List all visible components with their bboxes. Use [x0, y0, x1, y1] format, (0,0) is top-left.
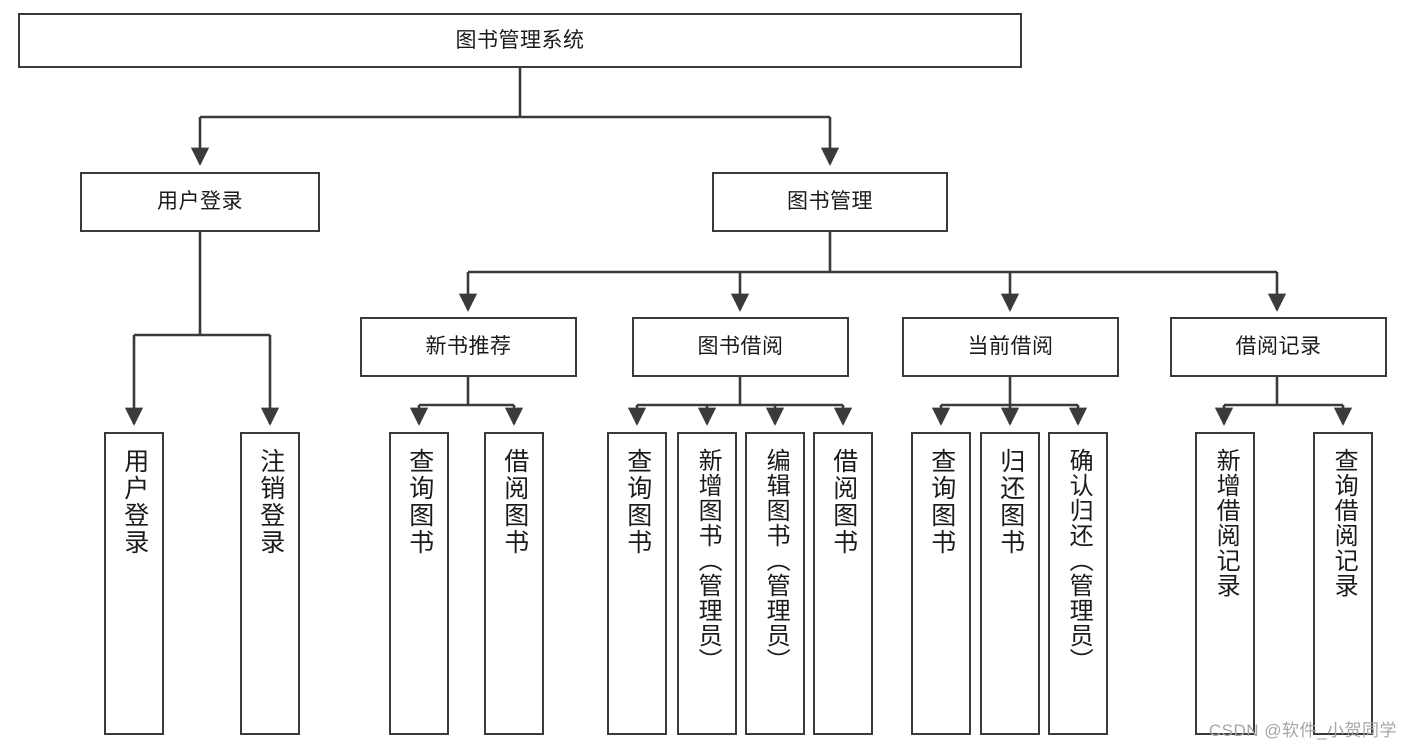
node-label: 借阅记录 [1235, 335, 1322, 359]
node-label: 借阅图书 [829, 448, 858, 556]
csdn-watermark: CSDN @软件_小贺同学 [1208, 721, 1397, 740]
node-book-borrow[interactable]: 图书借阅 [632, 317, 849, 377]
leaf-current-return-book[interactable]: 归还图书 [980, 432, 1040, 735]
node-label: 查询图书 [623, 448, 652, 556]
leaf-borrow-edit-book-admin[interactable]: 编辑图书（管理员） [745, 432, 805, 735]
node-label: 新书推荐 [425, 335, 512, 359]
node-current-borrow[interactable]: 当前借阅 [902, 317, 1119, 377]
node-root-system[interactable]: 图书管理系统 [18, 13, 1022, 68]
node-label: 当前借阅 [967, 335, 1054, 359]
node-label: 用户登录 [120, 448, 149, 556]
leaf-borrow-borrow-book[interactable]: 借阅图书 [813, 432, 873, 735]
leaf-borrow-query-book[interactable]: 查询图书 [607, 432, 667, 735]
leaf-user-login-logout[interactable]: 注销登录 [240, 432, 300, 735]
node-label: 图书管理系统 [455, 28, 585, 52]
leaf-recommend-query-book[interactable]: 查询图书 [389, 432, 449, 735]
leaf-record-query-record[interactable]: 查询借阅记录 [1313, 432, 1373, 735]
node-label: 查询图书 [927, 448, 956, 556]
leaf-user-login-login[interactable]: 用户登录 [104, 432, 164, 735]
node-label: 图书借阅 [697, 335, 784, 359]
leaf-current-confirm-return-admin[interactable]: 确认归还（管理员） [1048, 432, 1108, 735]
node-label: 新增图书（管理员） [694, 448, 722, 673]
node-label: 归还图书 [996, 448, 1025, 556]
node-borrow-record[interactable]: 借阅记录 [1170, 317, 1387, 377]
node-label: 用户登录 [157, 190, 243, 214]
node-label: 新增借阅记录 [1212, 448, 1240, 598]
node-user-login[interactable]: 用户登录 [80, 172, 320, 232]
node-label: 确认归还（管理员） [1065, 448, 1093, 673]
node-label: 编辑图书（管理员） [762, 448, 790, 673]
node-new-book-recommend[interactable]: 新书推荐 [360, 317, 577, 377]
leaf-record-add-record[interactable]: 新增借阅记录 [1195, 432, 1255, 735]
leaf-borrow-add-book-admin[interactable]: 新增图书（管理员） [677, 432, 737, 735]
leaf-recommend-borrow-book[interactable]: 借阅图书 [484, 432, 544, 735]
node-label: 图书管理 [787, 190, 873, 214]
node-label: 注销登录 [256, 448, 285, 556]
node-label: 借阅图书 [500, 448, 529, 556]
leaf-current-query-book[interactable]: 查询图书 [911, 432, 971, 735]
node-book-management[interactable]: 图书管理 [712, 172, 948, 232]
node-label: 查询借阅记录 [1330, 448, 1358, 598]
node-label: 查询图书 [405, 448, 434, 556]
